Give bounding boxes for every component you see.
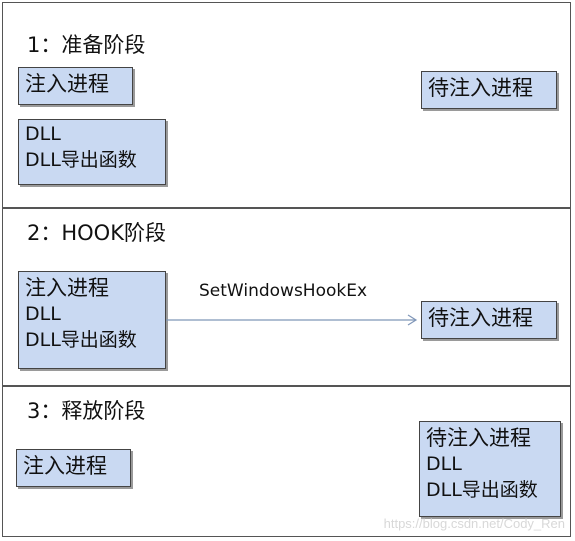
stage-1-injector-box: 注入进程 bbox=[18, 67, 133, 105]
stage-1-dll-box: DLL DLL导出函数 bbox=[18, 119, 166, 185]
stage-2-target-box: 待注入进程 bbox=[421, 301, 557, 339]
stage-3-dll-label: DLL bbox=[426, 453, 462, 476]
stage-2-dll-label: DLL bbox=[25, 303, 61, 326]
stage-1-dll-export-label: DLL导出函数 bbox=[25, 148, 137, 171]
set-windows-hook-ex-label: SetWindowsHookEx bbox=[199, 281, 368, 301]
stage-1-target-box: 待注入进程 bbox=[421, 71, 557, 109]
stage-2-injector-label: 注入进程 bbox=[25, 276, 109, 300]
hook-arrow bbox=[166, 314, 418, 326]
stage-3-target-label: 待注入进程 bbox=[426, 426, 531, 450]
stage-3-injector-label: 注入进程 bbox=[23, 454, 107, 478]
watermark: https://blog.csdn.net/Cody_Ren bbox=[383, 516, 565, 531]
hook-arrow-head bbox=[407, 314, 418, 326]
stage-2-panel: 2：HOOK阶段 注入进程 DLL DLL导出函数 SetWindowsHook… bbox=[2, 208, 571, 386]
stage-3-panel: 3：释放阶段 注入进程 待注入进程 DLL DLL导出函数 bbox=[2, 386, 571, 537]
stage-1-target-label: 待注入进程 bbox=[428, 76, 533, 100]
stage-1-title: 1：准备阶段 bbox=[27, 33, 146, 57]
stage-1-panel: 1：准备阶段 注入进程 待注入进程 DLL DLL导出函数 bbox=[2, 2, 571, 208]
stage-3-injector-box: 注入进程 bbox=[16, 449, 131, 487]
stage-2-dll-export-label: DLL导出函数 bbox=[25, 328, 137, 351]
stage-2-title: 2：HOOK阶段 bbox=[27, 221, 166, 245]
stage-3-dll-export-label: DLL导出函数 bbox=[426, 478, 538, 501]
stage-3-title: 3：释放阶段 bbox=[27, 399, 146, 423]
stage-2-target-label: 待注入进程 bbox=[428, 306, 533, 330]
stage-3-target-box: 待注入进程 DLL DLL导出函数 bbox=[419, 421, 561, 517]
stage-2-injector-box: 注入进程 DLL DLL导出函数 bbox=[18, 271, 166, 369]
stage-1-injector-label: 注入进程 bbox=[25, 72, 109, 96]
stage-1-dll-label: DLL bbox=[25, 123, 61, 145]
